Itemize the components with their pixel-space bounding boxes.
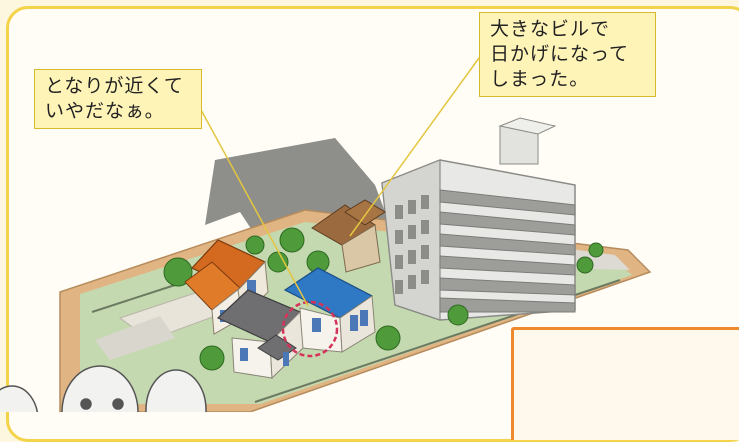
apartment-building (381, 117, 576, 321)
leader-line-left (199, 107, 309, 307)
callout-right-line: しまった。 (490, 68, 590, 90)
orange-panel (511, 327, 739, 440)
people-heads (0, 365, 207, 412)
highlight-circle (281, 300, 339, 358)
trees (163, 227, 604, 371)
leader-line-right (349, 57, 480, 237)
callout-right-line: 日かげになって (490, 43, 630, 65)
gray-house (216, 289, 304, 380)
callout-right: 大きなビルで 日かげになって しまった。 (479, 12, 656, 97)
neighborhood-illustration (0, 57, 652, 412)
callout-left-line: いやだなぁ。 (45, 100, 165, 122)
back-houses (311, 199, 386, 273)
callout-left-line: となりが近くて (45, 75, 184, 97)
callout-right-line: 大きなビルで (490, 18, 611, 40)
blue-house (283, 267, 376, 353)
callout-left: となりが近くて いやだなぁ。 (34, 69, 202, 129)
